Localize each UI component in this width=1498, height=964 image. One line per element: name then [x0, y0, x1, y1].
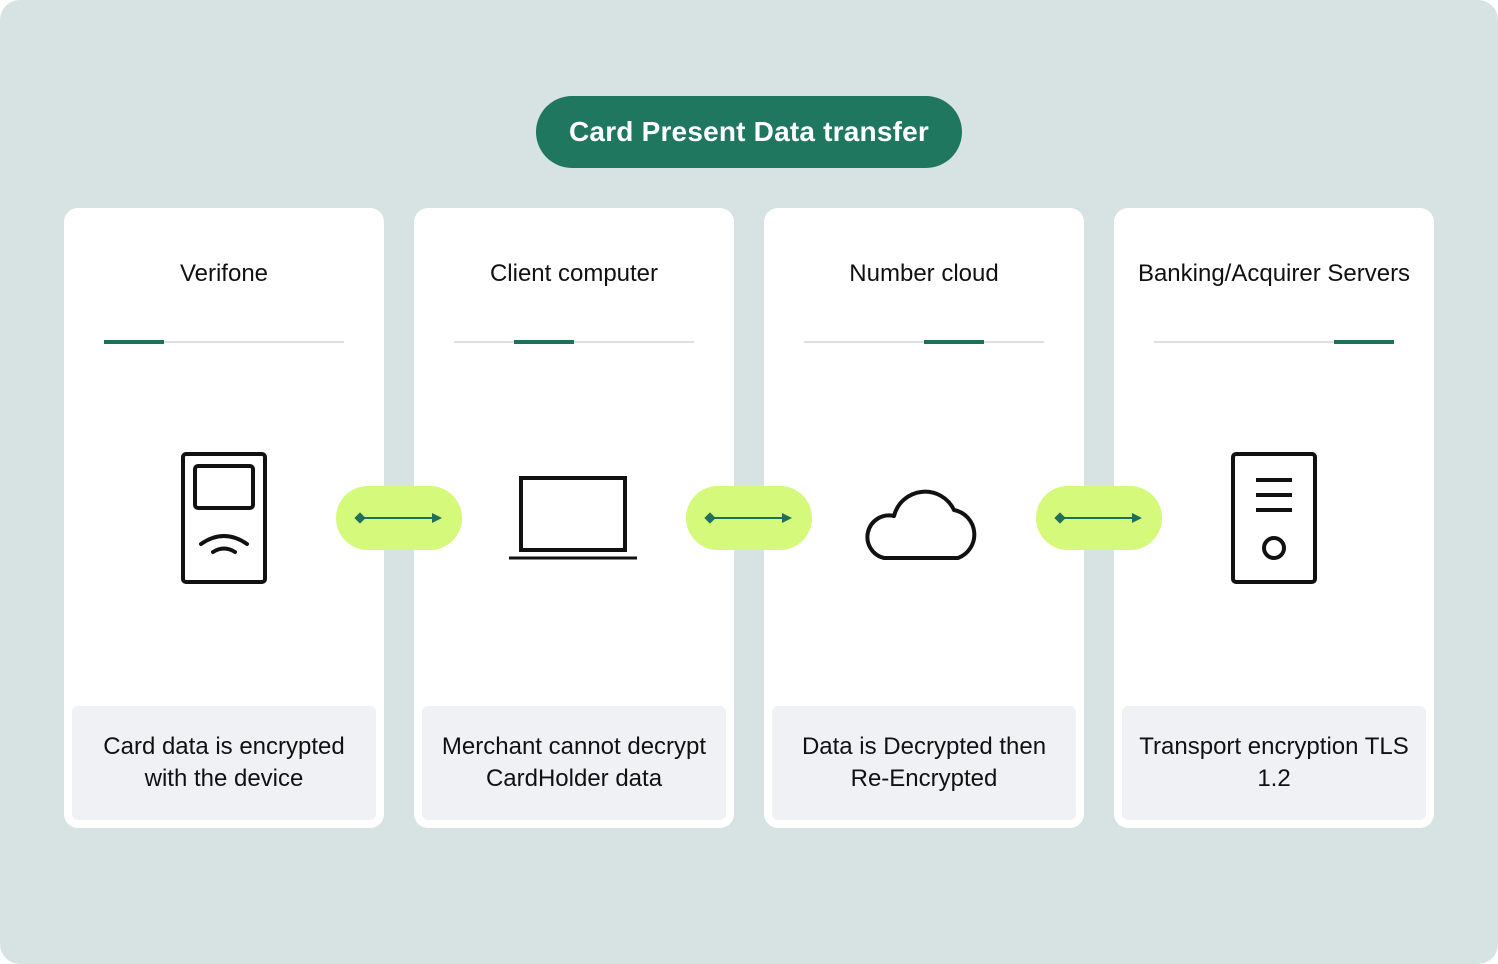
arrow-right-icon	[704, 512, 792, 524]
stage-title: Number cloud	[849, 260, 999, 287]
stage-card-banking-servers: Banking/Acquirer Servers Transport encry…	[1114, 208, 1434, 828]
diagram-title: Card Present Data transfer	[536, 96, 962, 168]
stage-card-verifone: Verifone Card data is encrypted with the…	[64, 208, 384, 828]
connector-client-to-cloud	[686, 486, 812, 550]
stage-card-number-cloud: Number cloud Data is Decrypted then Re-E…	[764, 208, 1084, 828]
step-indicator	[1154, 340, 1394, 344]
stage-note: Transport encryption TLS 1.2	[1122, 706, 1426, 820]
step-indicator-fill	[1334, 340, 1394, 344]
laptop-icon	[414, 444, 734, 594]
stage-note: Merchant cannot decrypt CardHolder data	[422, 706, 726, 820]
step-indicator	[104, 340, 344, 344]
cloud-icon	[764, 444, 1084, 594]
stage-note: Card data is encrypted with the device	[72, 706, 376, 820]
arrow-right-icon	[1054, 512, 1142, 524]
connector-cloud-to-banking	[1036, 486, 1162, 550]
step-indicator-fill	[104, 340, 164, 344]
step-indicator-fill	[514, 340, 574, 344]
server-icon	[1114, 444, 1434, 594]
connector-verifone-to-client	[336, 486, 462, 550]
payment-terminal-icon	[64, 444, 384, 594]
stage-title: Banking/Acquirer Servers	[1137, 260, 1411, 287]
stage-title: Client computer	[489, 260, 659, 287]
stage-card-client-computer: Client computer Merchant cannot decrypt …	[414, 208, 734, 828]
step-indicator	[454, 340, 694, 344]
step-indicator	[804, 340, 1044, 344]
step-indicator-fill	[924, 340, 984, 344]
stage-note: Data is Decrypted then Re-Encrypted	[772, 706, 1076, 820]
stage-title: Verifone	[179, 260, 269, 287]
arrow-right-icon	[354, 512, 442, 524]
